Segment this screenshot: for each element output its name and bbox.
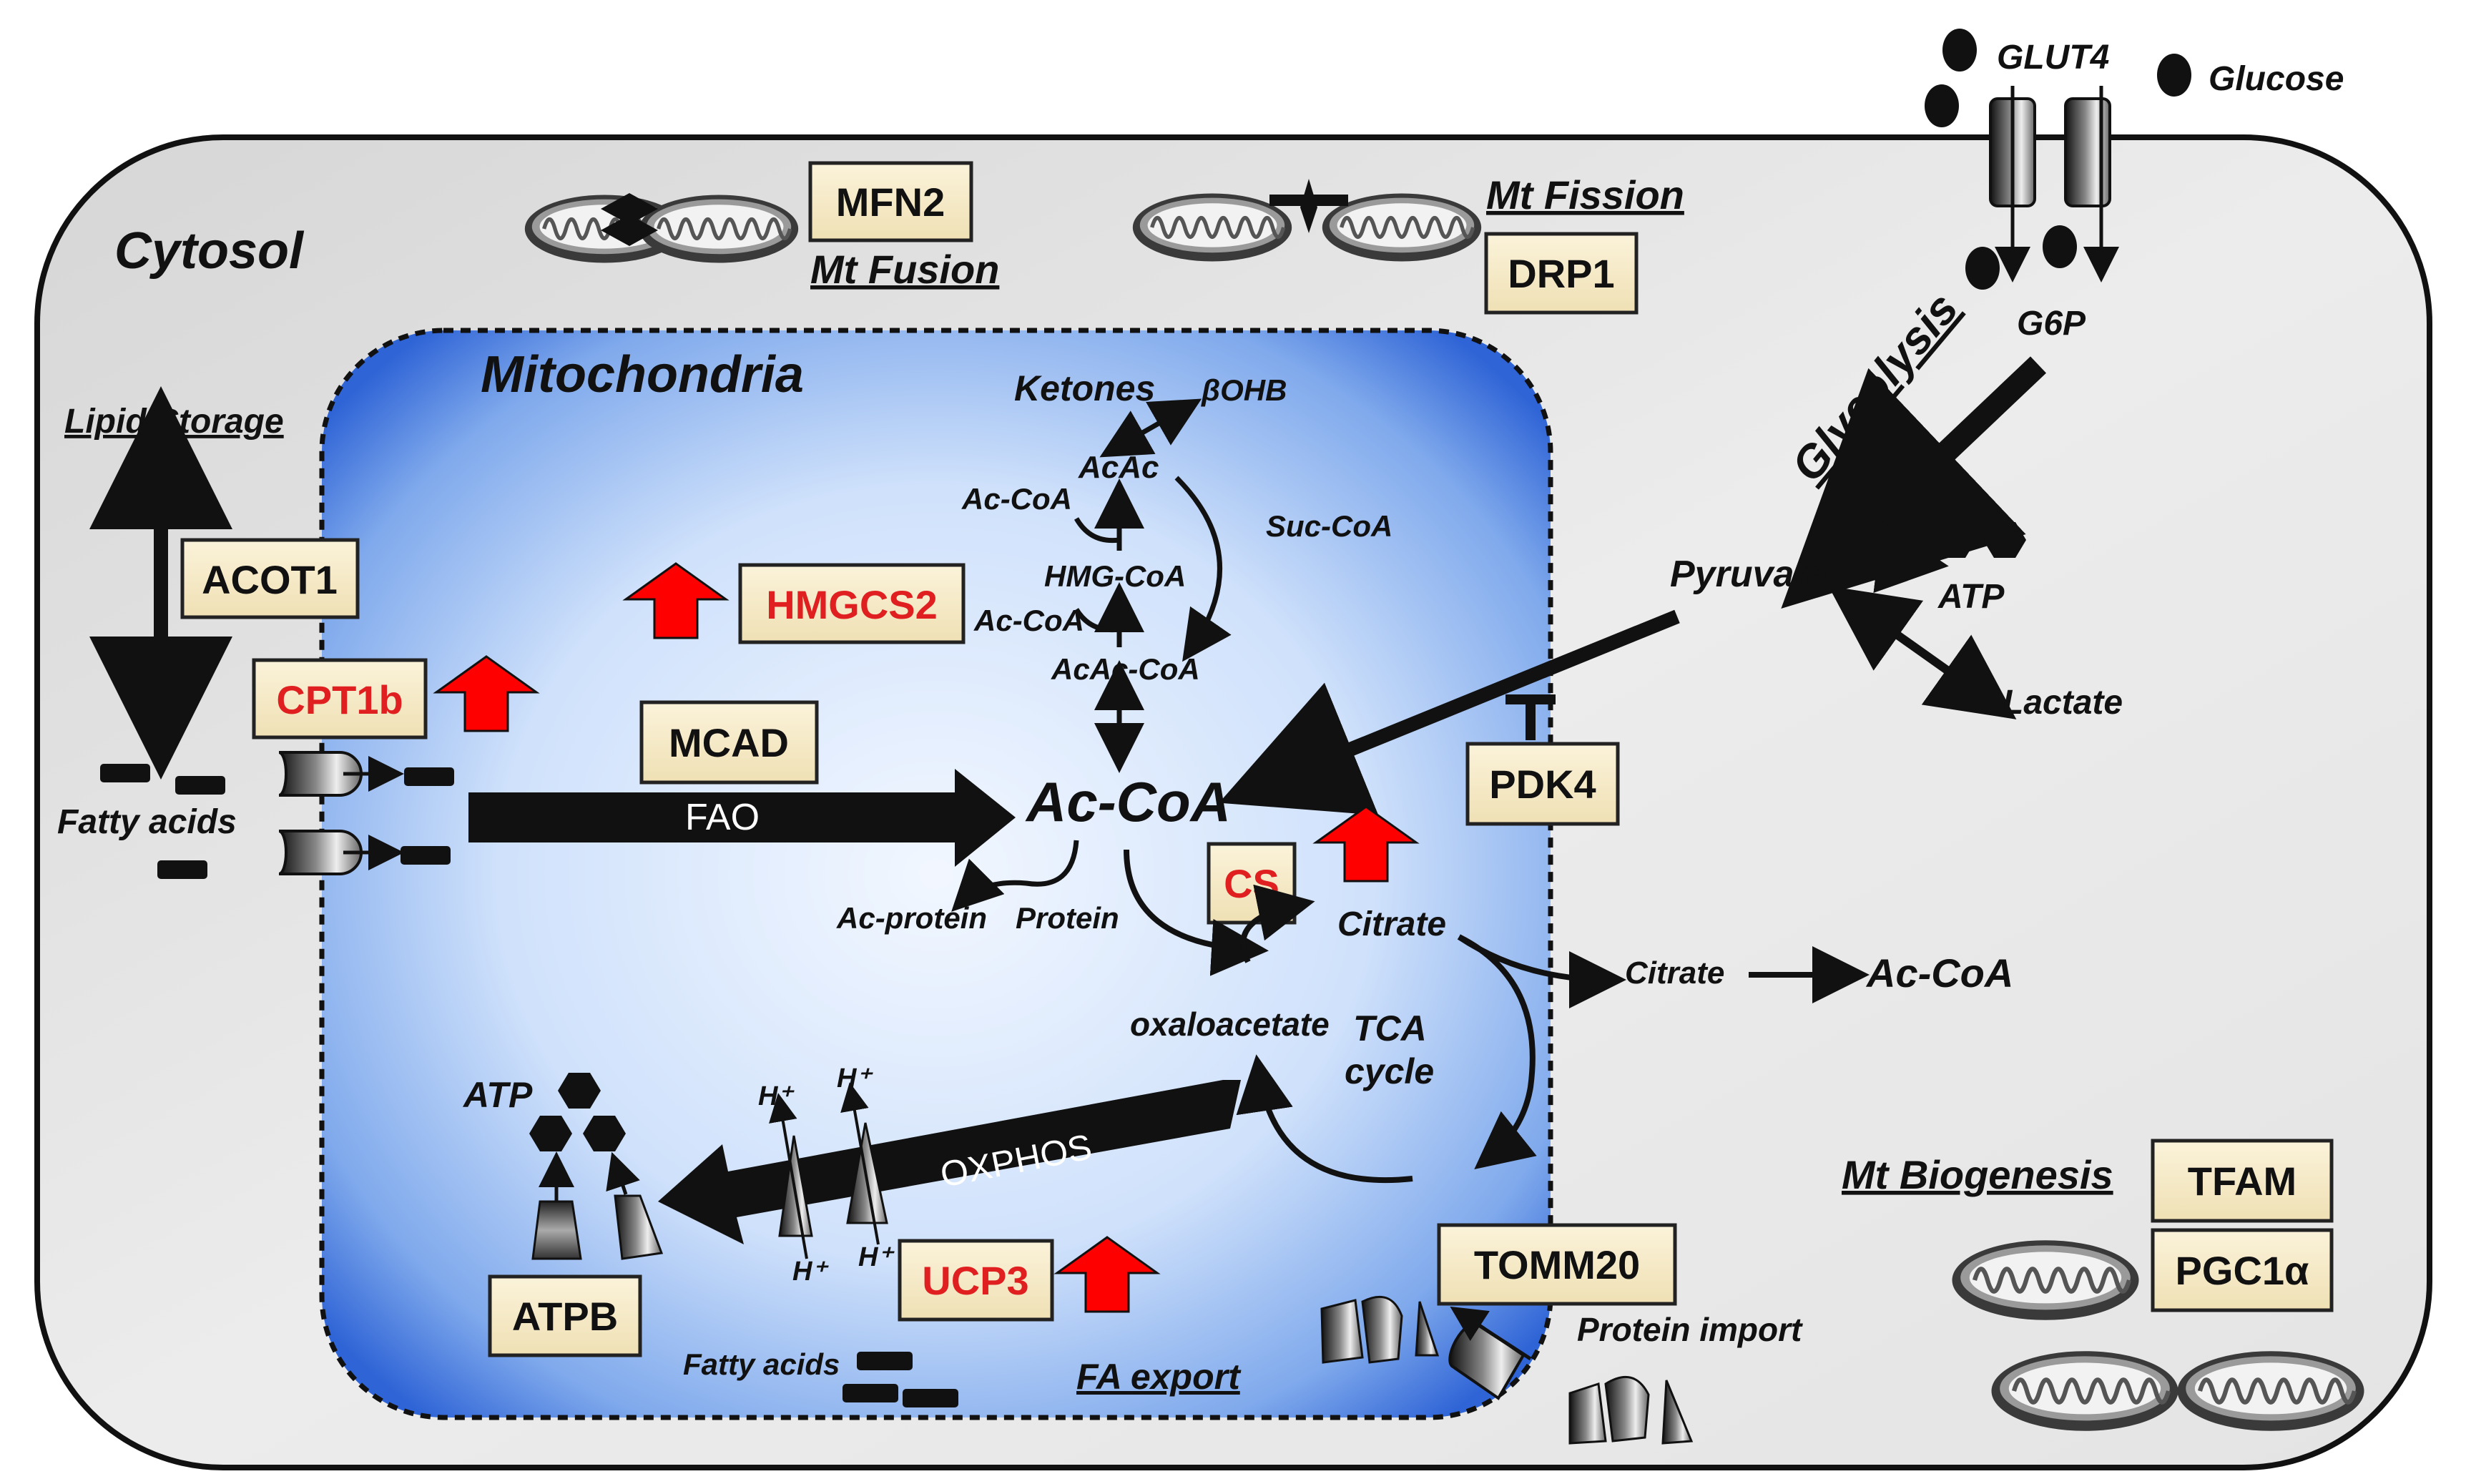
tca-label-1: TCA [1353, 1008, 1427, 1048]
pdk4-box: PDK4 [1465, 742, 1620, 826]
citrate-out-label: Citrate [1625, 955, 1724, 991]
acac-coa-label: AcAc-CoA [1051, 652, 1200, 686]
pgc1a-label: PGC1α [2176, 1248, 2309, 1293]
h-plus-label-1: H⁺ [758, 1081, 795, 1111]
tca-cycle-arrows [1236, 884, 1537, 1184]
ucp3-label: UCP3 [922, 1258, 1028, 1303]
atp-glycolysis-label: ATP [1937, 578, 2005, 616]
glycolysis-atp-arrow [1873, 514, 1949, 594]
suc-coa-label: Suc-CoA [1266, 509, 1392, 543]
pyruvate-label: Pyruvate [1670, 554, 1827, 595]
protein-import-label: Protein import [1577, 1311, 1803, 1348]
citrate-export-arrow [1457, 934, 1626, 1008]
cs-label: CS [1224, 861, 1279, 906]
glucose-label: Glucose [2209, 60, 2344, 98]
acetylation-arrow [951, 840, 1079, 912]
cpt1b-up-arrow [433, 655, 540, 732]
mitochondria-region [319, 328, 1553, 1420]
lipid-storage-label: Lipid Storage [64, 403, 284, 441]
hmgcs2-label: HMGCS2 [766, 582, 938, 627]
pyruvate-lactate-arrow [1828, 586, 2017, 719]
ketones-label: Ketones [1014, 368, 1155, 408]
bohb-label: βOHB [1201, 373, 1287, 407]
h-plus-label-2: H⁺ [837, 1063, 873, 1094]
cpt1b-label: CPT1b [276, 677, 403, 722]
ketones-bohb-arrow [1099, 398, 1202, 458]
mcad-box: MCAD [639, 700, 819, 785]
cytosol-label: Cytosol [114, 222, 305, 280]
fao-label: FAO [685, 797, 760, 838]
atpb-box: ATPB [488, 1274, 642, 1357]
hmgcs2-box: HMGCS2 [738, 563, 966, 644]
tomm20-label: TOMM20 [1474, 1242, 1640, 1287]
pdk4-inhibition-mark [1505, 694, 1556, 740]
drp1-label: DRP1 [1508, 251, 1614, 296]
protein-label: Protein [1016, 901, 1119, 935]
atp-oxphos-label: ATP [462, 1075, 533, 1115]
drp1-box: DRP1 [1484, 232, 1639, 315]
pdk4-label: PDK4 [1489, 762, 1596, 807]
fao-arrow [468, 769, 1016, 867]
accoa-1-label: Ac-CoA [961, 482, 1072, 516]
ac-coa-cyto-label: Ac-CoA [1865, 950, 2013, 996]
pgc1a-box: PGC1α [2151, 1228, 2334, 1312]
atp-hexagons-glycolysis [1933, 522, 2026, 558]
mitochondria-label: Mitochondria [481, 346, 804, 403]
fatty-acids-label: Fatty acids [57, 803, 237, 841]
atp-hexagons-oxphos [529, 1073, 626, 1151]
fa-export-label: FA export [1076, 1357, 1242, 1397]
cpt1b-transporter-icon [278, 751, 404, 875]
glucose-molecules [1925, 29, 2191, 290]
acac-label: AcAc [1078, 450, 1159, 485]
atp-synthase-icon [531, 1151, 664, 1260]
fatty-acid-bars [100, 764, 454, 879]
atpb-label: ATPB [512, 1294, 618, 1339]
tfam-box: TFAM [2151, 1139, 2334, 1223]
mfn2-box: MFN2 [808, 161, 973, 242]
g6p-label: G6P [2017, 305, 2086, 343]
h-plus-label-4: H⁺ [858, 1242, 895, 1272]
glycolysis-arrow [1781, 356, 2047, 609]
ac-protein-label: Ac-protein [836, 901, 987, 935]
protein-import-icon [1320, 1295, 1694, 1445]
acot1-label: ACOT1 [202, 557, 338, 602]
tomm20-box: TOMM20 [1437, 1223, 1677, 1306]
h-plus-label-3: H⁺ [792, 1257, 829, 1287]
mt-fusion-label: Mt Fusion [810, 247, 999, 292]
acoa-citrate-arrow [1124, 849, 1269, 976]
glut4-transporter-icon [1989, 86, 2119, 282]
tca-label-2: cycle [1345, 1051, 1434, 1091]
ac-coa-main-label: Ac-CoA [1025, 770, 1231, 833]
cpt1b-box: CPT1b [252, 658, 428, 739]
mt-biogenesis-label: Mt Biogenesis [1842, 1152, 2113, 1197]
pyruvate-acoa-arrow [1219, 609, 1680, 815]
glut4-label: GLUT4 [1997, 39, 2109, 77]
fusion-mitochondria-icon [525, 193, 798, 263]
mfn2-label: MFN2 [836, 180, 945, 225]
mt-fission-label: Mt Fission [1486, 172, 1684, 217]
fatty-acids-export-label: Fatty acids [683, 1347, 840, 1381]
citrate-label: Citrate [1337, 905, 1446, 943]
h-plus-channels [769, 1082, 888, 1259]
ketone-pathway-arrows [1074, 476, 1232, 773]
cs-up-arrow [1312, 805, 1420, 883]
tfam-label: TFAM [2188, 1159, 2296, 1204]
fission-mitochondria-icon [1133, 179, 1481, 262]
hmgcs2-up-arrow [622, 562, 730, 639]
ucp3-box: UCP3 [898, 1239, 1054, 1322]
accoa-2-label: Ac-CoA [973, 604, 1084, 637]
lactate-label: Lactate [2003, 684, 2123, 722]
ucp3-up-arrow [1053, 1236, 1161, 1313]
oxaloacetate-label: oxaloacetate [1130, 1006, 1330, 1043]
fatty-acid-export-bars [843, 1352, 958, 1407]
acot1-box: ACOT1 [180, 538, 360, 619]
mcad-label: MCAD [669, 720, 789, 765]
hmg-coa-label: HMG-CoA [1044, 559, 1186, 593]
